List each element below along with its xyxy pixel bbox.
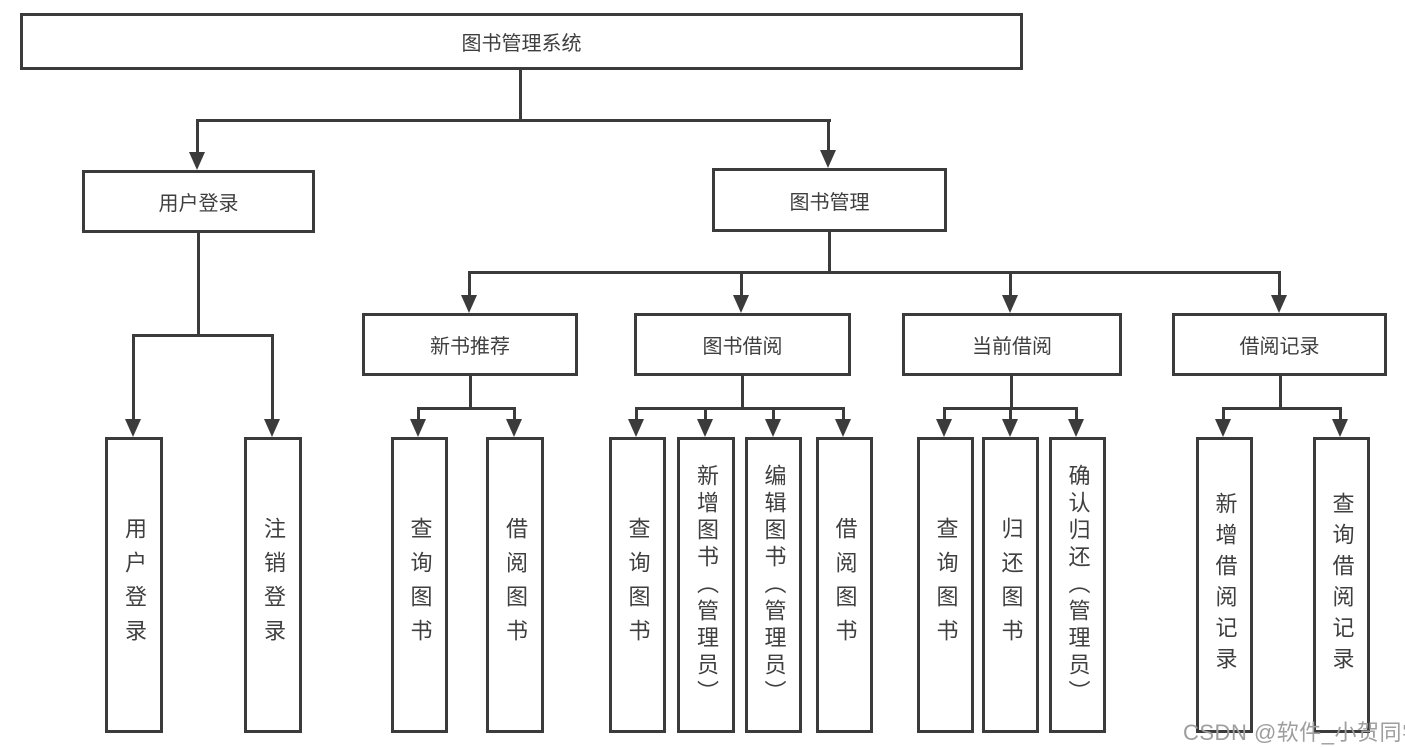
leaf-label: 查询图书 [407,517,433,653]
connector-arrow [410,407,427,437]
connector-arrow [1002,407,1019,437]
leaf-label: 借阅图书 [832,517,858,653]
node-borrowing-records: 借阅记录 [1172,313,1387,376]
node-label: 图书管理系统 [461,33,582,55]
connector-vline [828,232,831,273]
node-label: 图书管理 [789,191,870,214]
connector-hline [636,407,845,410]
leaf-label: 确认归还（管理员） [1065,463,1091,707]
connector-hline [197,119,831,122]
leaf-add-borrow-record: 新增借阅记录 [1196,437,1253,733]
connector-hline [418,407,516,410]
leaf-label: 新增图书（管理员） [694,463,719,707]
connector-arrow [936,407,953,437]
connector-arrow [765,407,782,437]
leaf-label: 新增借阅记录 [1212,492,1238,678]
leaf-label: 用户登录 [122,517,147,653]
connector-arrow [628,407,645,437]
connector-vline [519,70,522,120]
connector-arrow [1002,271,1019,313]
leaf-label: 编辑图书（管理员） [761,463,787,707]
node-book-borrowing: 图书借阅 [634,313,851,376]
leaf-return-books: 归还图书 [982,437,1039,733]
node-label: 当前借阅 [972,336,1052,358]
node-label: 借阅记录 [1239,336,1320,358]
connector-arrow [733,271,750,313]
connector-vline [741,376,744,409]
node-book-management: 图书管理 [712,168,947,232]
node-new-book-recommendation: 新书推荐 [362,313,578,376]
leaf-user-login: 用户登录 [105,437,163,733]
connector-arrow [189,119,206,170]
connector-arrow [1068,407,1085,437]
node-label: 新书推荐 [430,336,510,358]
leaf-edit-books-admin: 编辑图书（管理员） [745,437,802,733]
leaf-label: 查询图书 [933,517,959,653]
leaf-logout: 注销登录 [244,437,302,733]
connector-arrow [461,271,478,313]
connector-hline [133,334,274,337]
node-user-login-branch: 用户登录 [82,170,315,233]
connector-vline [197,233,200,336]
connector-arrow [1332,407,1349,437]
leaf-confirm-return-admin: 确认归还（管理员） [1049,437,1106,733]
leaf-query-borrow-record: 查询借阅记录 [1313,437,1370,733]
node-label: 图书借阅 [702,336,783,358]
leaf-borrow-books: 借阅图书 [816,437,873,733]
leaf-borrow-books: 借阅图书 [486,437,544,733]
connector-arrow [1215,407,1232,437]
connector-arrow [835,407,852,437]
leaf-label: 查询图书 [625,517,651,653]
node-current-borrowing: 当前借阅 [902,313,1122,376]
connector-arrow [125,334,142,437]
leaf-query-books: 查询图书 [917,437,974,733]
connector-hline [469,271,1281,274]
node-library-management-system: 图书管理系统 [20,13,1023,70]
connector-arrow [697,407,714,437]
leaf-query-books: 查询图书 [391,437,448,733]
leaf-label: 注销登录 [261,517,286,653]
connector-vline [1010,376,1013,409]
leaf-label: 归还图书 [998,517,1024,653]
leaf-query-books: 查询图书 [609,437,666,733]
connector-vline [469,376,472,409]
node-label: 用户登录 [158,193,239,215]
leaf-add-books-admin: 新增图书（管理员） [677,437,735,733]
connector-arrow [264,334,281,437]
connector-arrow [506,407,523,437]
csdn-watermark: CSDN @软件_小贺同学 [1183,720,1405,745]
connector-arrow [820,119,837,168]
connector-arrow [1271,271,1288,313]
connector-vline [1279,376,1282,409]
leaf-label: 查询借阅记录 [1329,492,1355,678]
leaf-label: 借阅图书 [503,517,528,653]
connector-hline [1223,407,1342,410]
